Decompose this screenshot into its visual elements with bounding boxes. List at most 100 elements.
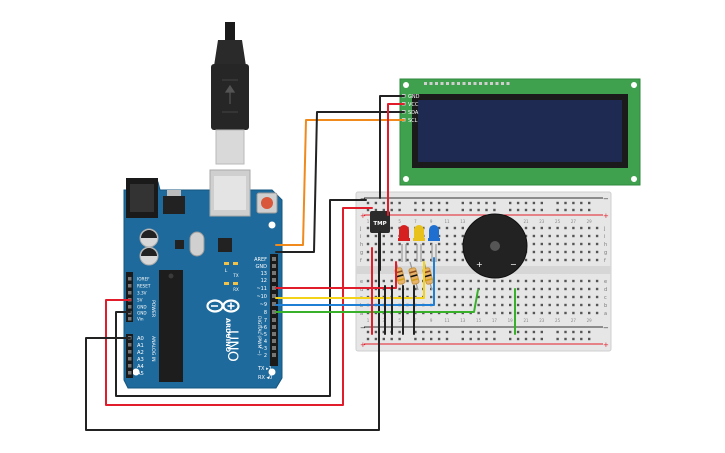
row-letter: d <box>360 287 363 293</box>
digital-pin-label: 4 <box>264 339 267 345</box>
breadboard-hole <box>564 330 567 334</box>
column-number: 23 <box>539 318 545 323</box>
wire-5v[interactable] <box>105 207 373 406</box>
breadboard-hole <box>445 295 449 299</box>
analog-pin[interactable] <box>128 371 132 375</box>
column-number: 9 <box>430 318 433 323</box>
rail-plus-label: + <box>360 341 366 349</box>
breadboard-hole <box>572 226 575 230</box>
digital-pin[interactable] <box>272 325 276 329</box>
breadboard-hole <box>540 337 543 341</box>
digital-pin[interactable] <box>272 286 276 290</box>
digital-pin[interactable] <box>272 339 276 343</box>
analog-pin[interactable] <box>128 357 132 361</box>
digital-pin[interactable] <box>272 318 276 322</box>
breadboard-hole <box>556 234 559 238</box>
breadboard-hole <box>437 330 441 334</box>
breadboard-hole <box>516 279 520 283</box>
lcd-header-pin <box>451 82 455 85</box>
column-number: 1 <box>367 318 370 323</box>
breadboard-hole <box>430 208 433 212</box>
digital-pin[interactable] <box>272 294 276 298</box>
breadboard-hole <box>445 330 449 334</box>
wire-pin-11[interactable] <box>275 261 397 289</box>
digital-pin[interactable] <box>272 302 276 306</box>
row-letter: g <box>360 250 363 256</box>
breadboard-hole <box>580 337 583 341</box>
power-pin-label: Vin <box>137 317 144 322</box>
breadboard-hole <box>453 303 457 307</box>
power-pin[interactable] <box>128 291 132 295</box>
column-number: 11 <box>444 318 450 323</box>
breadboard-hole <box>580 250 583 254</box>
analog-pin[interactable] <box>128 343 132 347</box>
breadboard-hole <box>453 279 457 283</box>
power-pin[interactable] <box>128 284 132 288</box>
wire-lcd-gnd[interactable] <box>379 95 405 199</box>
wire-lcd-sda[interactable] <box>275 111 405 253</box>
breadboard-hole <box>588 242 591 246</box>
wire-lcd-vcc[interactable] <box>387 103 405 216</box>
rx-label: RX ◂0 <box>258 375 272 381</box>
breadboard-hole <box>366 258 370 262</box>
digital-pin[interactable] <box>272 310 276 314</box>
breadboard-hole <box>445 287 449 291</box>
resistor[interactable] <box>422 261 434 291</box>
wire-lcd-scl[interactable] <box>275 119 405 246</box>
digital-pin[interactable] <box>272 264 276 268</box>
led-red[interactable] <box>398 225 410 262</box>
row-letter: e <box>360 279 363 285</box>
breadboard-hole <box>548 234 551 238</box>
digital-pin[interactable] <box>272 332 276 336</box>
led-label-tx: TX <box>232 273 238 278</box>
digital-pin[interactable] <box>272 271 276 275</box>
breadboard-hole <box>445 337 449 341</box>
power-pin[interactable] <box>128 277 132 281</box>
analog-pin[interactable] <box>128 364 132 368</box>
digital-pin[interactable] <box>272 278 276 282</box>
analog-pin[interactable] <box>128 350 132 354</box>
wire-pin-10[interactable] <box>275 261 425 299</box>
breadboard-hole <box>532 311 536 315</box>
digital-pin-label: ~10 <box>256 294 267 300</box>
power-pin[interactable] <box>128 305 132 309</box>
wire-a0[interactable] <box>85 232 380 431</box>
breadboard-hole <box>414 242 417 246</box>
resistor[interactable] <box>408 261 420 291</box>
breadboard-hole <box>516 295 520 299</box>
digital-pin[interactable] <box>272 257 276 261</box>
rail-plus-label: + <box>360 212 366 220</box>
power-pin[interactable] <box>128 317 132 321</box>
breadboard-hole <box>509 330 512 334</box>
breadboard-hole <box>556 258 559 262</box>
breadboard-hole <box>588 208 591 212</box>
breadboard-hole <box>437 337 441 341</box>
breadboard-hole <box>580 234 583 238</box>
row-letter: h <box>360 242 363 248</box>
buzzer-minus-label: − <box>510 260 517 269</box>
digital-pin[interactable] <box>272 353 276 357</box>
wire-pin-8[interactable] <box>275 289 479 313</box>
breadboard-hole <box>580 287 583 291</box>
led-yellow[interactable] <box>413 225 425 262</box>
arduino-board[interactable]: L TX RX ARDUINO UNO DIGITAL (PWM ~) TX ▸… <box>123 169 283 389</box>
breadboard-hole <box>445 258 449 262</box>
piezo-buzzer[interactable]: + − <box>462 213 528 279</box>
digital-header-label: DIGITAL (PWM ~) <box>256 316 262 356</box>
digital-pin-label: 7 <box>264 318 267 324</box>
temperature-sensor[interactable]: TMP <box>370 211 390 233</box>
row-letter: a <box>360 311 363 317</box>
analog-header <box>126 334 133 378</box>
led-blue[interactable] <box>428 225 440 262</box>
analog-pin-label: A0 <box>137 336 144 342</box>
breadboard-hole <box>382 242 385 246</box>
buzzer-plus-label: + <box>476 260 483 269</box>
wire-gnd[interactable] <box>115 199 367 397</box>
breadboard-hole <box>588 303 591 307</box>
lcd-header-pin <box>435 82 438 85</box>
wire-pin-9[interactable] <box>275 257 435 306</box>
digital-pin[interactable] <box>272 346 276 350</box>
digital-pin-label: 8 <box>264 310 267 316</box>
power-header <box>126 272 133 322</box>
